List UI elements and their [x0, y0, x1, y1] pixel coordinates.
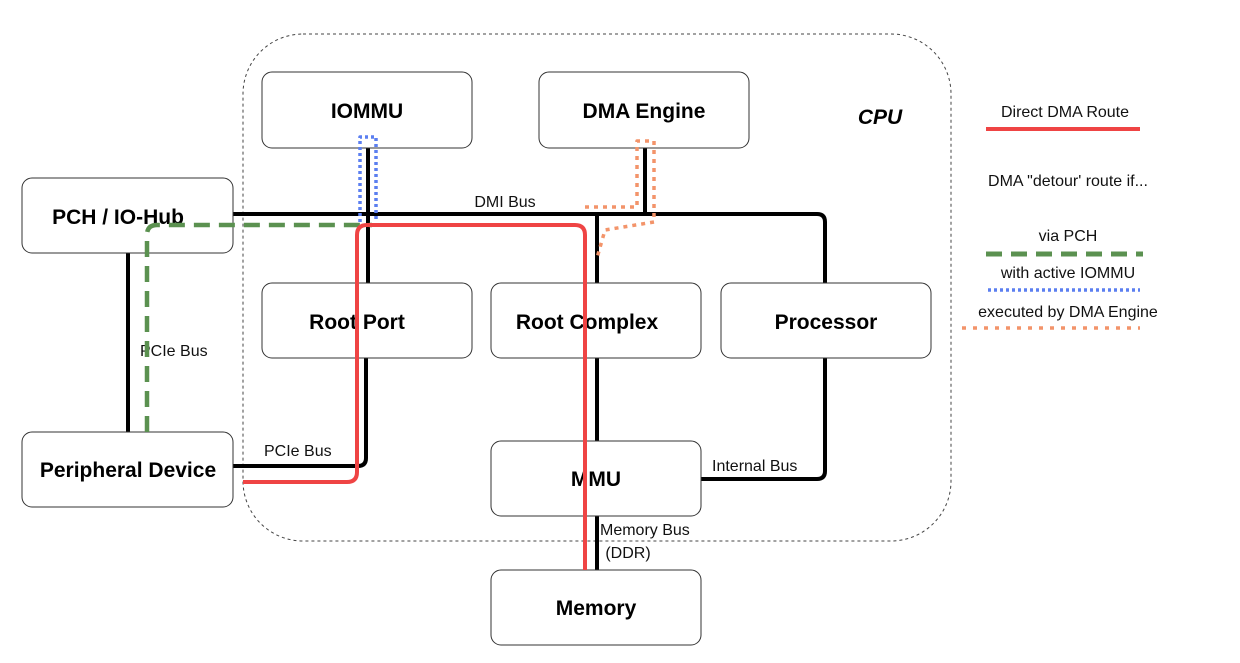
iommu-route-path	[358, 135, 378, 222]
dma-engine-route-path	[585, 139, 656, 259]
cpu-label: CPU	[858, 106, 903, 129]
root-complex-box	[490, 282, 702, 359]
legend-detour-heading: DMA "detour' route if...	[988, 173, 1148, 190]
pcie-bus-left-label: PCIe Bus	[140, 343, 208, 360]
memory-bus-label: Memory Bus	[600, 522, 690, 539]
pch-route-path	[144, 222, 372, 432]
dmi-bus-label: DMI Bus	[474, 194, 535, 211]
boxes	[21, 71, 932, 646]
pch-box	[21, 177, 234, 254]
dmi-bus-line	[233, 212, 827, 283]
memory-box	[490, 569, 702, 646]
iommu-label: IOMMU	[331, 100, 403, 123]
mmu-box	[490, 440, 702, 517]
dma-engine-label: DMA Engine	[583, 100, 706, 123]
legend-direct-label: Direct DMA Route	[1001, 104, 1129, 121]
legend-dma-engine-label: executed by DMA Engine	[978, 304, 1158, 321]
direct-route-path	[243, 223, 587, 570]
iommu-box	[261, 71, 473, 149]
pch-label: PCH / IO-Hub	[52, 206, 184, 229]
processor-box	[720, 282, 932, 359]
legend-iommu-label: with active IOMMU	[1000, 265, 1135, 282]
root-port-box	[261, 282, 473, 359]
internal-bus-line	[701, 358, 827, 481]
memory-bus-ddr-label: (DDR)	[605, 545, 650, 562]
processor-label: Processor	[775, 311, 878, 334]
legend-pch-label: via PCH	[1039, 228, 1098, 245]
mmu-label: MMU	[571, 468, 621, 491]
peripheral-label: Peripheral Device	[40, 459, 216, 482]
dma-engine-box	[538, 71, 750, 149]
internal-bus-label: Internal Bus	[712, 458, 797, 475]
cpu-boundary	[242, 33, 952, 542]
peripheral-box	[21, 431, 234, 508]
pcie-bus-lower-label: PCIe Bus	[264, 443, 332, 460]
memory-label: Memory	[556, 597, 637, 620]
root-complex-label: Root Complex	[516, 311, 659, 334]
